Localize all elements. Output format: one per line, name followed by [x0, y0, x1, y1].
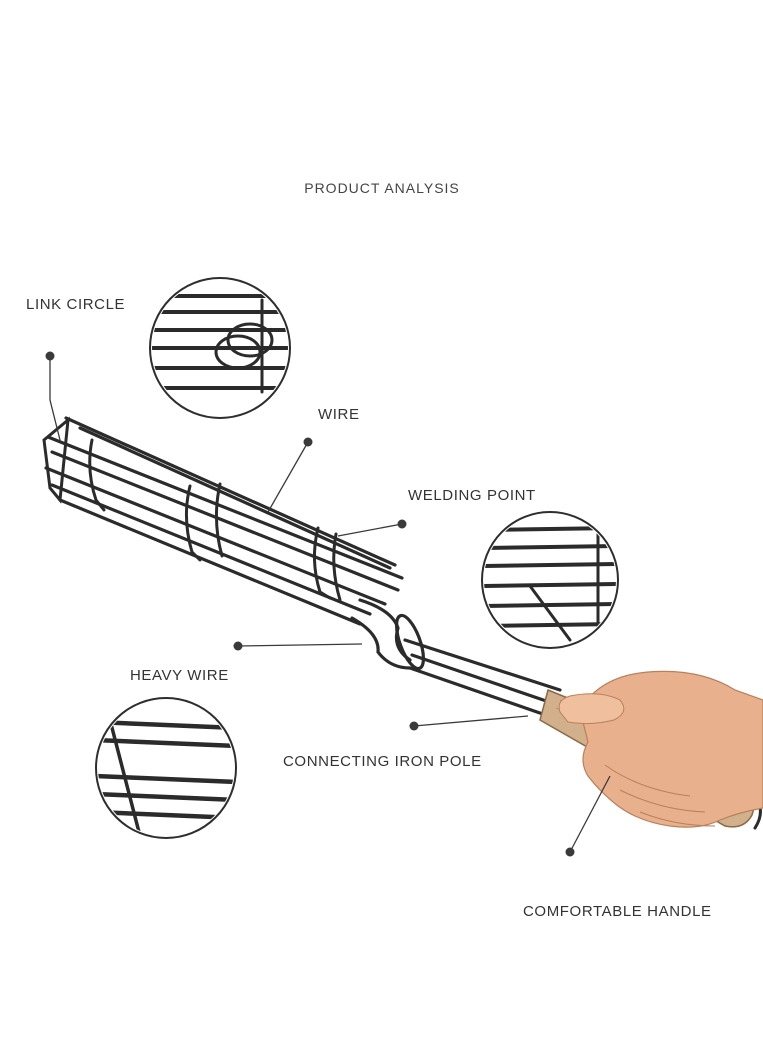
diagram-title: PRODUCT ANALYSIS — [304, 180, 460, 196]
label-comfortable-handle: COMFORTABLE HANDLE — [523, 903, 712, 920]
label-connecting-iron-pole: CONNECTING IRON POLE — [283, 753, 482, 770]
leader-link-circle — [45, 351, 61, 441]
hand-illustration — [558, 670, 763, 828]
label-wire: WIRE — [318, 406, 360, 423]
leader-heavy-wire — [233, 641, 363, 651]
label-heavy-wire: HEAVY WIRE — [130, 667, 229, 684]
label-welding-point: WELDING POINT — [408, 487, 536, 504]
zoom-lens-link-circle — [149, 277, 291, 419]
zoom-lens-welding-point — [481, 511, 619, 649]
leader-connecting-iron-pole — [409, 715, 529, 731]
label-link-circle: LINK CIRCLE — [26, 296, 125, 313]
leader-welding-point — [337, 519, 407, 537]
leader-wire — [267, 437, 313, 513]
zoom-lens-heavy-wire — [95, 697, 237, 839]
leader-comfortable-handle — [565, 775, 611, 857]
